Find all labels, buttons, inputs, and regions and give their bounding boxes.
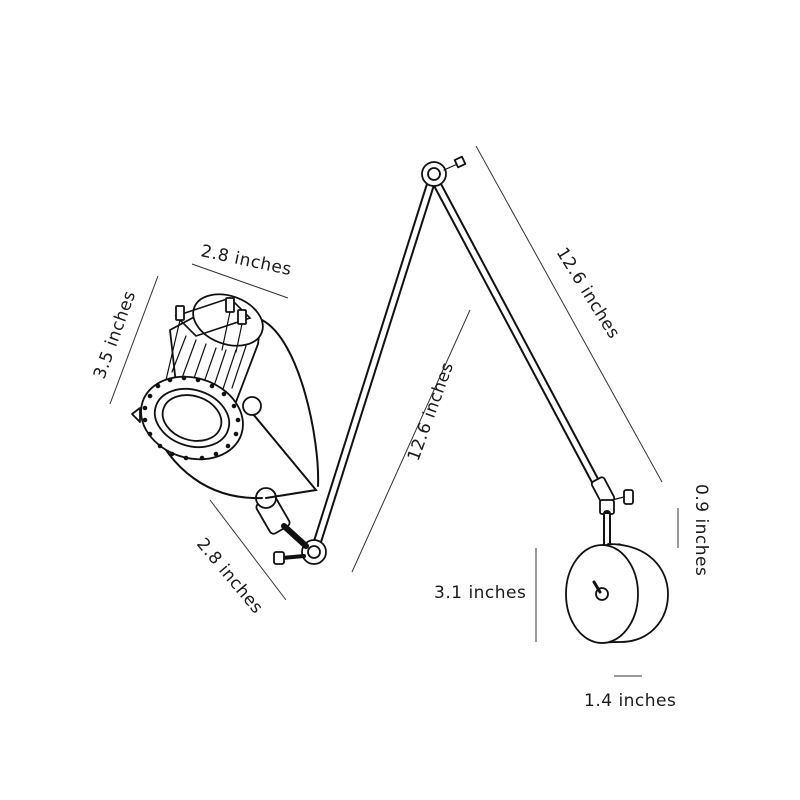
ring-bolts — [142, 375, 241, 461]
upper-arm — [431, 177, 605, 495]
head-yoke — [149, 319, 320, 500]
spotlight-front-ring — [131, 375, 244, 461]
lamp-illustration — [131, 155, 669, 644]
wall-base — [565, 543, 669, 644]
swivel-height-label: 0.9 inches — [691, 484, 711, 576]
lower-arm-label: 12.6 inches — [404, 359, 458, 463]
head-width-label: 2.8 inches — [199, 241, 294, 280]
head-depth-label: 2.8 inches — [192, 534, 267, 618]
head-depth-line — [209, 499, 287, 601]
head-height-label: 3.5 inches — [90, 288, 140, 382]
lower-arm-line — [351, 309, 471, 573]
base-depth-label: 1.4 inches — [584, 691, 676, 711]
base-diameter-label: 3.1 inches — [434, 583, 526, 603]
top-cage — [165, 297, 252, 381]
base-switch-icon — [592, 580, 609, 601]
upper-arm-line — [475, 145, 663, 483]
dimension-lines — [109, 145, 679, 677]
lower-arm — [313, 181, 435, 545]
head-height-line — [109, 275, 159, 405]
head-neck — [255, 487, 309, 549]
wall-swivel-joint — [590, 476, 634, 552]
upper-arm-label: 12.6 inches — [552, 244, 624, 343]
head-knuckle-joint — [273, 539, 327, 565]
elbow-joint — [421, 155, 467, 187]
head-width-line — [191, 263, 289, 299]
